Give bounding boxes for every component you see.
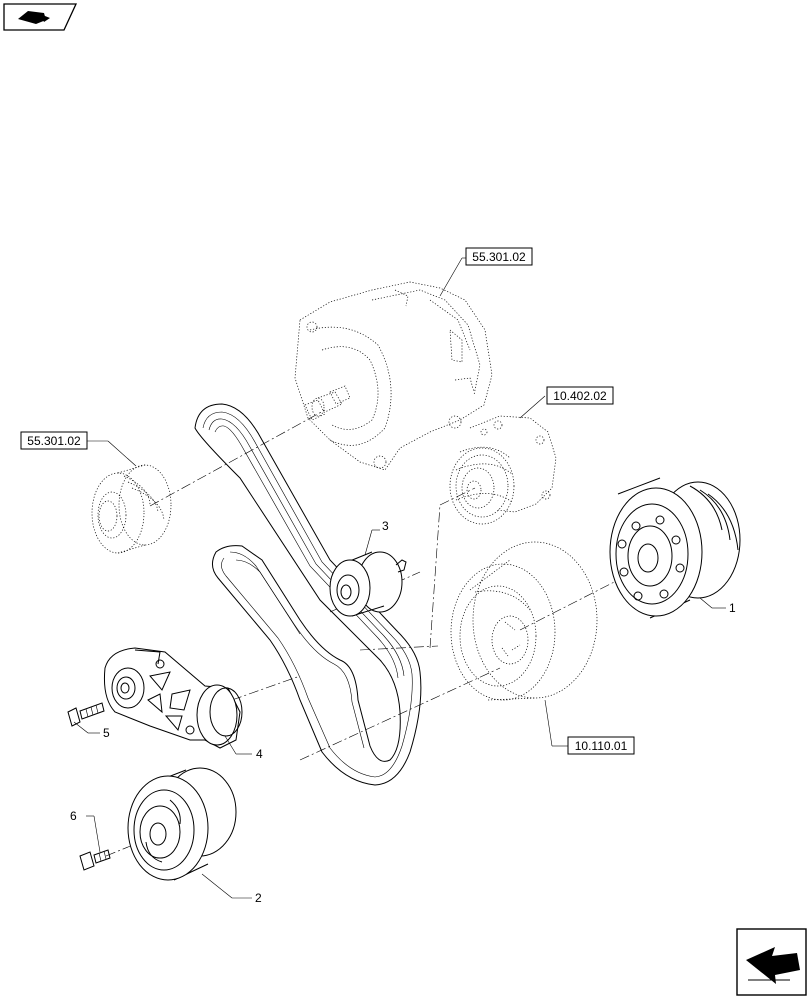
alternator-pulley	[91, 464, 172, 554]
crankshaft-pulley	[127, 767, 237, 881]
callout-4[interactable]: 4	[224, 735, 263, 761]
next-page-arrow-icon[interactable]	[736, 928, 807, 996]
idler-pulley	[329, 551, 407, 617]
callout-2-label: 2	[255, 891, 262, 905]
fan-drive-pulley	[609, 477, 741, 619]
callout-1[interactable]: 1	[699, 597, 736, 615]
callout-5[interactable]: 5	[73, 721, 110, 740]
callout-1-label: 1	[729, 601, 736, 615]
callout-2[interactable]: 2	[201, 873, 262, 905]
callout-6[interactable]: 6	[70, 809, 101, 853]
navigation-tab-icon[interactable]	[3, 3, 78, 31]
bolt-6	[79, 849, 111, 871]
belt-tensioner	[104, 647, 243, 749]
ref-alternator[interactable]: 55.301.02	[439, 247, 533, 297]
ref-alternator-pulley[interactable]: 55.301.02	[20, 431, 137, 467]
ref-water-pump[interactable]: 10.402.02	[519, 386, 614, 419]
ref-alternator-pulley-label: 55.301.02	[27, 434, 81, 448]
vibration-damper	[450, 541, 598, 701]
alternator	[294, 281, 493, 471]
bolt-5	[67, 702, 105, 727]
water-pump	[449, 415, 557, 525]
callout-3[interactable]: 3	[364, 519, 389, 556]
ref-alternator-label: 55.301.02	[472, 250, 526, 264]
callout-3-label: 3	[382, 519, 389, 533]
ref-vibration-damper[interactable]: 10.110.01	[544, 699, 635, 755]
callout-6-label: 6	[70, 809, 77, 823]
ref-vibration-damper-label: 10.110.01	[575, 739, 628, 753]
serpentine-belt	[194, 403, 422, 786]
callout-5-label: 5	[103, 726, 110, 740]
callout-4-label: 4	[256, 747, 263, 761]
ref-water-pump-label: 10.402.02	[553, 389, 607, 403]
